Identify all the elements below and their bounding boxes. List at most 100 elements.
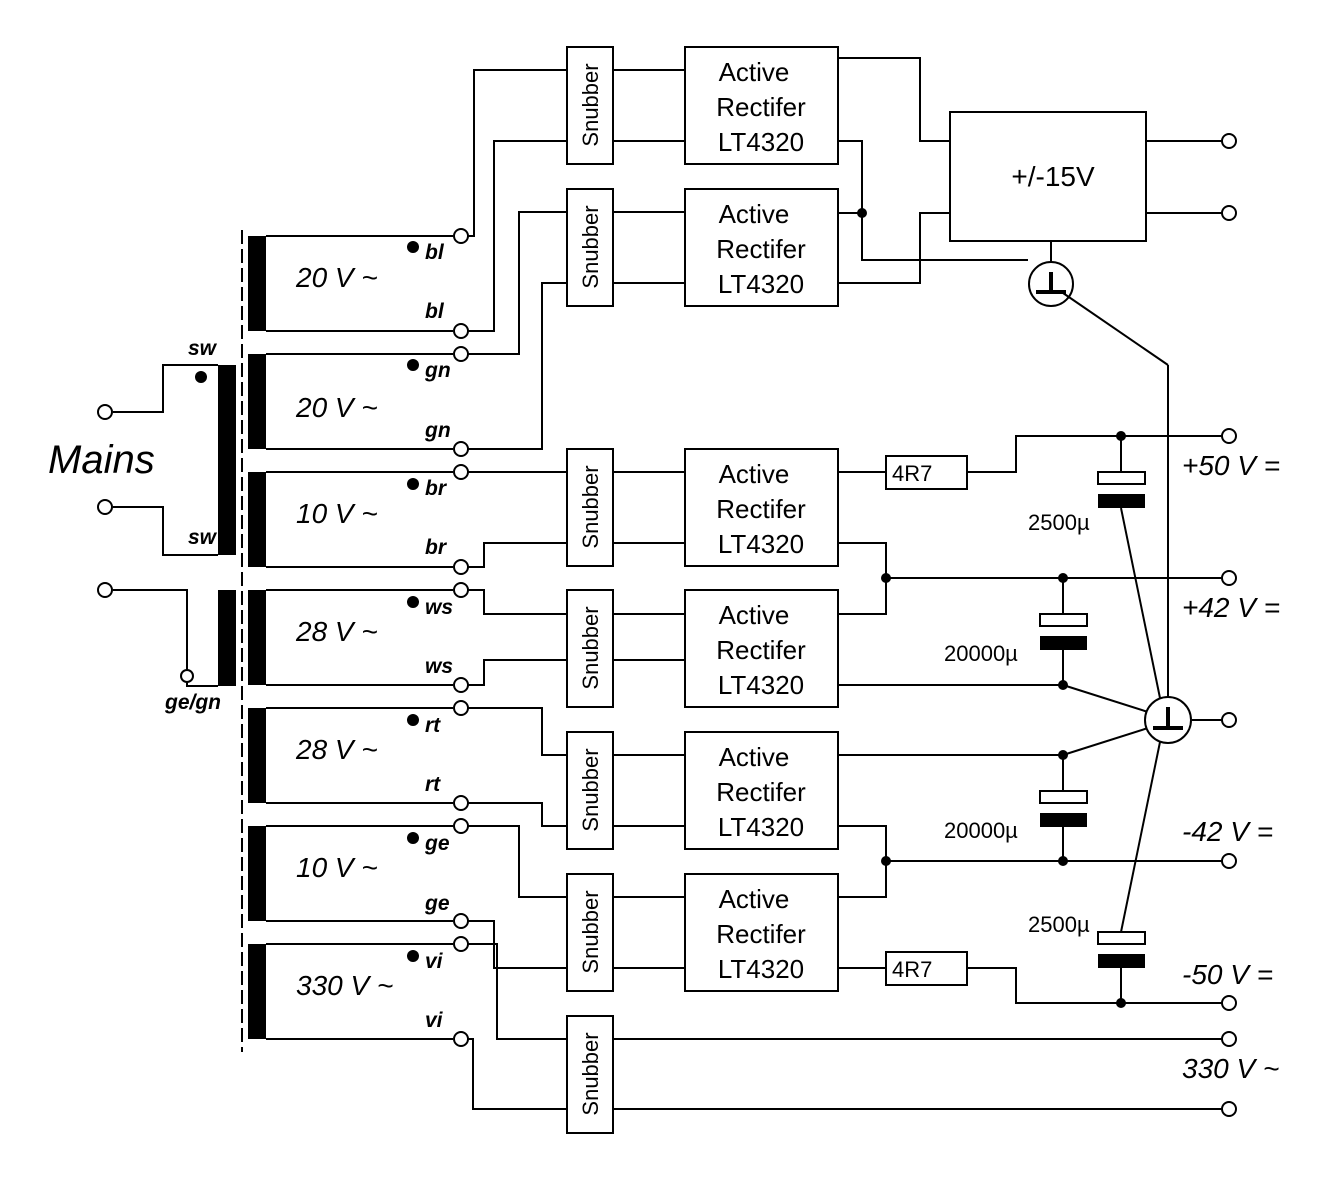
wire-labels: bl bl gn gn br br ws ws rt rt ge ge vi v… — [424, 241, 453, 1032]
winding-3-top-wire: br — [425, 477, 448, 500]
rectifier-4: Active Rectifer LT4320 — [684, 589, 839, 708]
svg-text:Active: Active — [719, 600, 790, 630]
polarity-dots — [407, 241, 419, 962]
svg-text:LT4320: LT4320 — [718, 954, 804, 984]
rectifier-2: Active Rectifer LT4320 — [684, 188, 839, 307]
transformer — [218, 230, 266, 1052]
mains-label: Mains — [48, 438, 155, 482]
rectifier-5: Active Rectifer LT4320 — [684, 731, 839, 850]
rectifiers: Active Rectifer LT4320 Active Rectifer L… — [684, 46, 839, 992]
rectifier-1: Active Rectifer LT4320 — [684, 46, 839, 165]
svg-text:Rectifer: Rectifer — [716, 777, 806, 807]
resistor-pos-label: 4R7 — [892, 461, 932, 486]
winding-2-top-wire: gn — [424, 359, 451, 382]
cap-neg50-plate — [1097, 931, 1146, 945]
snubber-7: Snubber — [566, 1015, 614, 1134]
routing-wires — [468, 69, 567, 1110]
svg-text:LT4320: LT4320 — [718, 269, 804, 299]
cap-pos42-neg — [1040, 636, 1087, 650]
winding-bar-2 — [248, 354, 266, 449]
snubbers: Snubber Snubber Snubber Snubber Snubber … — [566, 46, 614, 1134]
regulator-out-terminal-1 — [1221, 133, 1237, 149]
winding-1-voltage: 20 V ~ — [295, 262, 378, 293]
snubber-3: Snubber — [566, 448, 614, 567]
output-ac330-terminal-1 — [1221, 1031, 1237, 1047]
winding-4-bottom-wire: ws — [425, 655, 453, 678]
rail-neg50: 4R7 2500µ -50 V = — [838, 912, 1273, 1011]
cap-pos50-plate — [1097, 471, 1146, 485]
snubber-4: Snubber — [566, 589, 614, 708]
ground-section — [838, 292, 1237, 933]
winding-1-bottom-wire: bl — [425, 300, 445, 323]
winding-7-top-wire: vi — [425, 950, 444, 973]
cap-pos50-label: 2500µ — [1028, 510, 1090, 535]
output-pos50-label: +50 V = — [1182, 450, 1280, 481]
svg-text:Snubber: Snubber — [578, 205, 603, 288]
svg-text:LT4320: LT4320 — [718, 812, 804, 842]
winding-3-voltage: 10 V ~ — [296, 498, 378, 529]
regulator-label: +/-15V — [1011, 161, 1095, 192]
output-ac330: 330 V ~ — [1182, 1031, 1279, 1117]
cap-pos42-label: 20000µ — [944, 641, 1018, 666]
ground-icon — [1144, 696, 1192, 744]
secondary-wires — [266, 235, 453, 1040]
cap-pos42-plate — [1039, 613, 1088, 627]
output-pos42-terminal — [1221, 570, 1237, 586]
winding-5-voltage: 28 V ~ — [295, 734, 378, 765]
rail-pos42: 20000µ +42 V = — [838, 542, 1280, 685]
winding-bar-5 — [248, 708, 266, 803]
rectifier-3: Active Rectifer LT4320 — [684, 448, 839, 567]
svg-text:Snubber: Snubber — [578, 606, 603, 689]
winding-2-bottom-wire: gn — [424, 419, 451, 442]
output-pos50-terminal — [1221, 428, 1237, 444]
svg-text:Rectifer: Rectifer — [716, 92, 806, 122]
rail-pos50: 4R7 2500µ +50 V = — [838, 428, 1280, 535]
regulator-section: +/-15V — [838, 57, 1237, 307]
mains-input: Mains sw sw ge/gn — [48, 337, 221, 714]
winding-bar-3 — [248, 472, 266, 567]
resistor-neg-label: 4R7 — [892, 957, 932, 982]
mains-wire-bottom — [113, 506, 218, 556]
svg-text:Active: Active — [719, 57, 790, 87]
ground-terminal — [1221, 712, 1237, 728]
svg-text:Snubber: Snubber — [578, 465, 603, 548]
cap-neg50-neg — [1098, 954, 1145, 968]
svg-text:LT4320: LT4320 — [718, 127, 804, 157]
winding-6-bottom-wire: ge — [424, 892, 450, 915]
svg-text:Rectifer: Rectifer — [716, 919, 806, 949]
winding-bar-7 — [248, 944, 266, 1039]
output-pos42-label: +42 V = — [1182, 592, 1280, 623]
winding-4-voltage: 28 V ~ — [295, 616, 378, 647]
mains-terminal-bottom — [97, 499, 113, 515]
svg-text:Active: Active — [719, 459, 790, 489]
mains-wire-top — [113, 364, 218, 413]
winding-6-top-wire: ge — [424, 832, 450, 855]
cap-neg42-neg — [1040, 813, 1087, 827]
rail-neg42: 20000µ -42 V = — [838, 755, 1273, 898]
winding-4-top-wire: ws — [425, 596, 453, 619]
rectifier-6: Active Rectifer LT4320 — [684, 873, 839, 992]
output-ac330-label: 330 V ~ — [1182, 1053, 1279, 1084]
output-neg42-label: -42 V = — [1182, 816, 1273, 847]
snubber-6: Snubber — [566, 873, 614, 992]
cap-neg50-label: 2500µ — [1028, 912, 1090, 937]
svg-text:LT4320: LT4320 — [718, 529, 804, 559]
output-ac330-terminal-2 — [1221, 1101, 1237, 1117]
cap-pos50-neg — [1098, 494, 1145, 508]
snubber-2: Snubber — [566, 188, 614, 307]
winding-bar-4 — [248, 590, 266, 685]
regulator-box — [949, 111, 1147, 242]
winding-7-voltage: 330 V ~ — [296, 970, 393, 1001]
svg-text:Snubber: Snubber — [578, 890, 603, 973]
output-neg50-label: -50 V = — [1182, 959, 1273, 990]
secondary-terminals — [453, 228, 469, 1047]
resistor-pos — [885, 455, 968, 490]
cap-neg42-label: 20000µ — [944, 818, 1018, 843]
winding-2-voltage: 20 V ~ — [295, 392, 378, 423]
ground-icon — [1028, 261, 1074, 307]
svg-text:Rectifer: Rectifer — [716, 635, 806, 665]
svg-text:LT4320: LT4320 — [718, 670, 804, 700]
svg-text:Snubber: Snubber — [578, 63, 603, 146]
earth-wire-label: ge/gn — [164, 691, 221, 714]
